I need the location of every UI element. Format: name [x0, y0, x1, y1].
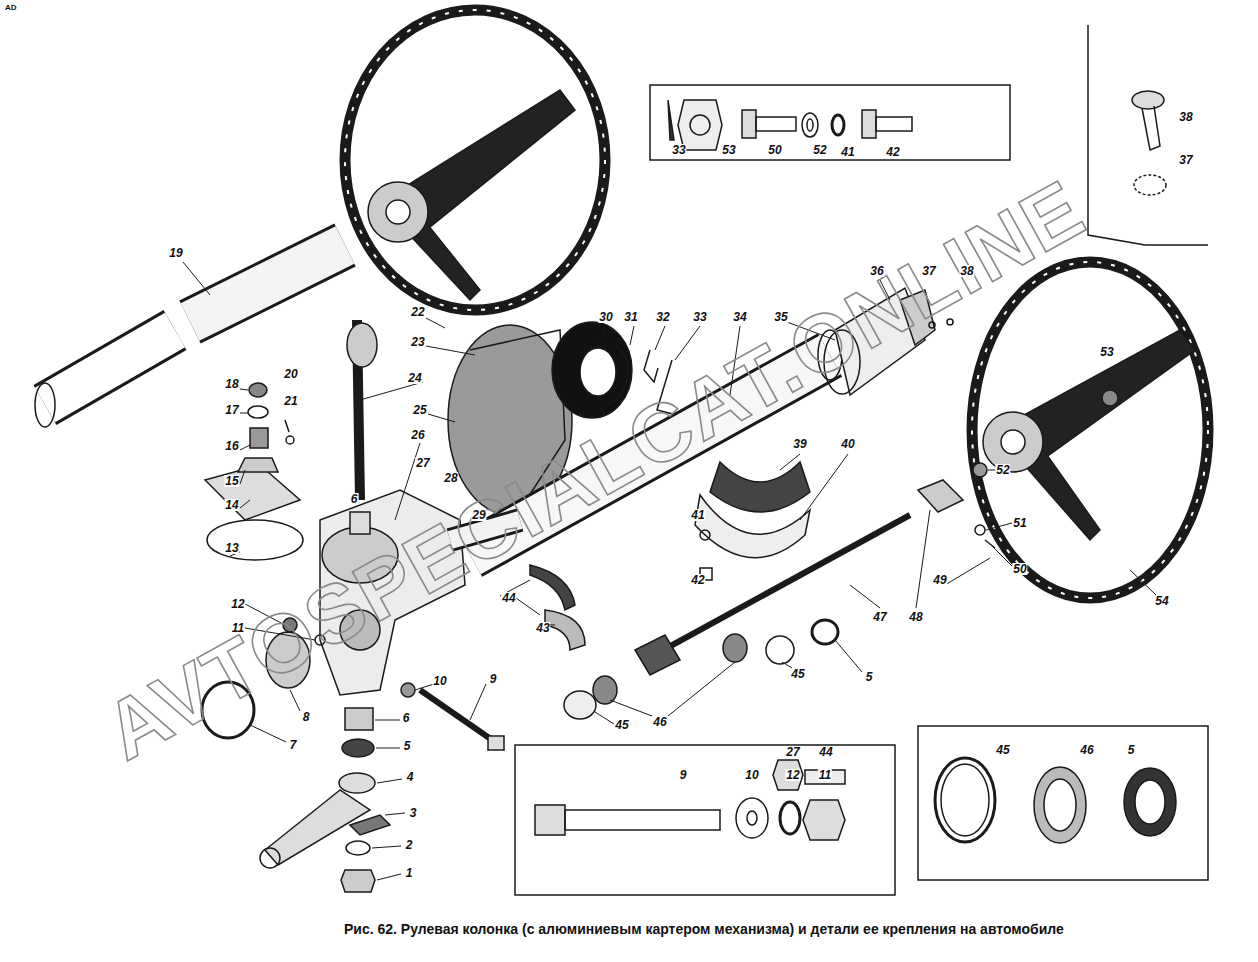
callout-number: 27	[785, 746, 800, 758]
callout-number: 26	[410, 429, 425, 441]
callout-number: 52	[995, 464, 1010, 476]
callout-number: 10	[432, 675, 447, 687]
callout-number: 4	[406, 771, 415, 783]
callout-number: 7	[289, 739, 298, 751]
callout-number: 3	[409, 807, 418, 819]
callout-number: 33	[692, 311, 707, 323]
callout-number: 8	[302, 711, 311, 723]
callout-number: 38	[959, 265, 974, 277]
callout-number: 2	[405, 839, 414, 851]
callout-number: 45	[614, 719, 629, 731]
callout-number: 9	[489, 673, 498, 685]
corner-mark: AD	[4, 4, 18, 12]
callout-number: 50	[767, 144, 782, 156]
callout-number: 23	[410, 336, 425, 348]
callout-number: 6	[350, 493, 359, 505]
callout-number: 37	[921, 265, 936, 277]
callout-number: 42	[690, 574, 705, 586]
callout-number: 24	[407, 372, 422, 384]
callout-number: 44	[818, 746, 833, 758]
callout-number: 5	[865, 671, 874, 683]
callout-number: 48	[908, 611, 923, 623]
callout-number: 11	[231, 622, 245, 634]
figure-caption: Рис. 62. Рулевая колонка (с алюминиевым …	[344, 918, 1184, 940]
callout-number: 46	[1079, 744, 1094, 756]
callout-number: 29	[471, 509, 486, 521]
callout-number: 53	[1099, 346, 1114, 358]
callout-number: 51	[1012, 517, 1027, 529]
callout-number: 54	[1154, 595, 1169, 607]
callout-number: 5	[403, 740, 412, 752]
callout-number: 5	[1127, 744, 1136, 756]
callout-number: 14	[224, 499, 239, 511]
callout-number: 37	[1178, 154, 1193, 166]
callout-number: 45	[790, 668, 805, 680]
callout-number: 30	[598, 311, 613, 323]
callout-number: 53	[721, 144, 736, 156]
callout-number: 10	[744, 769, 759, 781]
callout-number: 28	[443, 472, 458, 484]
callout-number: 12	[230, 598, 245, 610]
callout-number: 33	[671, 144, 686, 156]
callout-number: 40	[840, 438, 855, 450]
callout-number: 12	[785, 769, 800, 781]
callout-number: 21	[283, 395, 298, 407]
callout-number: 13	[224, 542, 239, 554]
callout-number: 32	[655, 311, 670, 323]
callout-number: 22	[410, 306, 425, 318]
callout-number: 52	[812, 144, 827, 156]
callout-number: 35	[773, 311, 788, 323]
callout-number: 49	[932, 574, 947, 586]
callout-number: 36	[869, 265, 884, 277]
callout-number: 6	[402, 712, 411, 724]
callout-number: 20	[283, 368, 298, 380]
callout-number: 27	[415, 457, 430, 469]
callout-number: 34	[732, 311, 747, 323]
callout-number: 47	[872, 611, 887, 623]
callout-number: 44	[501, 592, 516, 604]
callout-number: 1	[405, 867, 414, 879]
callout-number: 39	[792, 438, 807, 450]
callout-number: 9	[679, 769, 688, 781]
callout-number: 25	[412, 404, 427, 416]
callout-number: 38	[1178, 111, 1193, 123]
callout-number: 41	[840, 146, 855, 158]
callout-number: 41	[690, 509, 705, 521]
callout-number: 42	[885, 146, 900, 158]
callout-number: 16	[224, 440, 239, 452]
callout-number: 17	[224, 404, 239, 416]
callout-number: 18	[224, 378, 239, 390]
callout-number: 31	[623, 311, 638, 323]
callout-number: 46	[652, 716, 667, 728]
callout-number: 50	[1012, 563, 1027, 575]
callout-number: 45	[995, 744, 1010, 756]
callout-number: 11	[818, 769, 832, 781]
callout-number: 15	[224, 475, 239, 487]
callout-number: 43	[535, 622, 550, 634]
callout-number: 19	[168, 247, 183, 259]
